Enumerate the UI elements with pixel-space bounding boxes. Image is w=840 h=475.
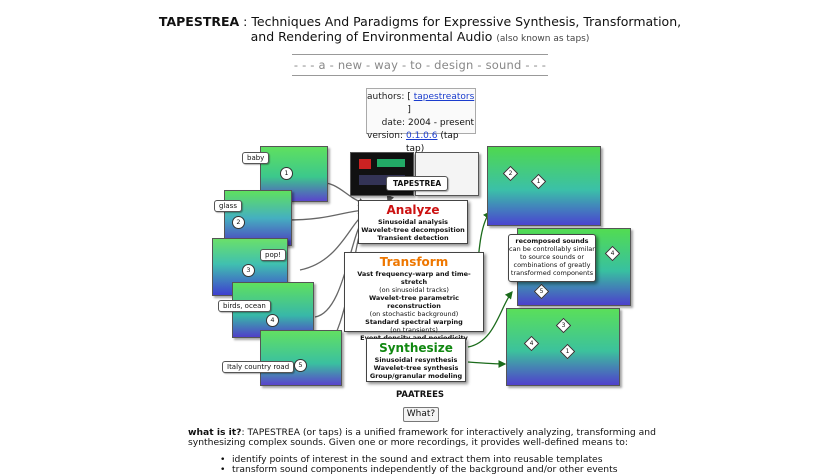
analyze-line-1: Sinusoidal analysis — [377, 218, 449, 226]
recomposed-callout: recomposed sounds can be controllably si… — [508, 234, 596, 282]
recomposed-line-2: to source sounds or — [519, 253, 585, 261]
marker-2: 2 — [232, 216, 245, 229]
synthesize-box: Synthesize Sinusoidal resynthesis Wavele… — [366, 338, 466, 382]
source-label-baby: baby — [242, 152, 270, 164]
date-value: 2004 - present — [408, 118, 475, 128]
spectrogram-road — [260, 330, 342, 386]
diagram-caption: PAATREES — [395, 390, 445, 400]
spectrogram-baby — [260, 146, 328, 202]
recomposed-heading: recomposed sounds — [515, 237, 589, 245]
date-label: date: — [381, 118, 405, 128]
analyze-line-2: Wavelet-tree decomposition — [361, 226, 465, 234]
recomposed-line-3: combinations of greatly — [513, 261, 591, 269]
transform-line-4: (on stochastic background) — [369, 310, 459, 318]
source-label-pop: pop! — [260, 249, 286, 261]
feature-list: identify points of interest in the sound… — [232, 455, 672, 475]
authors-label: authors: — [367, 92, 405, 102]
version-note: (tap tap) — [406, 131, 459, 154]
page-title: TAPESTREA : Techniques And Paradigms for… — [158, 14, 682, 44]
analyze-heading: Analyze — [386, 203, 440, 217]
synthesize-line-3: Group/granular modeling — [369, 372, 463, 380]
app-label: TAPESTREA — [386, 176, 449, 191]
transform-line-5: Standard spectral warping — [365, 318, 463, 326]
version-link[interactable]: 0.1.0.6 — [406, 131, 438, 141]
transform-line-2: (on sinusoidal tracks) — [379, 286, 449, 294]
output-spectrogram-1 — [487, 146, 601, 226]
marker-1: 1 — [280, 167, 293, 180]
workflow-diagram: baby glass pop! birds, ocean Italy count… — [210, 142, 640, 390]
title-aka: (also known as taps) — [496, 34, 590, 44]
transform-heading: Transform — [379, 255, 449, 269]
source-label-birds: birds, ocean — [218, 300, 271, 312]
transform-line-1: Vast frequency-warp and time-stretch — [357, 270, 471, 286]
source-label-glass: glass — [214, 200, 242, 212]
authors-link[interactable]: tapestreators — [413, 92, 475, 102]
marker-5: 5 — [294, 359, 307, 372]
description: what is it?: TAPESTREA (or taps) is a un… — [188, 428, 663, 448]
version-label: version: — [367, 131, 403, 141]
what-button[interactable]: What? — [403, 407, 439, 422]
recomposed-line-1: can be controllably similar — [509, 245, 595, 253]
title-name: TAPESTREA — [158, 14, 240, 29]
transform-line-6: (on transients) — [390, 326, 438, 334]
tagline: - - - a - new - way - to - design - soun… — [292, 54, 548, 76]
synthesize-line-2: Wavelet-tree synthesis — [373, 364, 459, 372]
analyze-box: Analyze Sinusoidal analysis Wavelet-tree… — [358, 200, 468, 244]
transform-line-3: Wavelet-tree parametric reconstruction — [368, 294, 459, 310]
title-line1: Techniques And Paradigms for Expressive … — [251, 14, 682, 29]
synthesize-line-1: Sinusoidal resynthesis — [374, 356, 458, 364]
title-line2: and Rendering of Environmental Audio — [250, 29, 493, 44]
description-label: what is it? — [188, 427, 242, 438]
info-box: authors:[ tapestreators ] date:2004 - pr… — [366, 88, 476, 154]
description-text: : TAPESTREA (or taps) is a unified frame… — [188, 427, 656, 448]
recomposed-line-4: transformed components — [510, 269, 594, 277]
synthesize-heading: Synthesize — [379, 341, 453, 355]
list-item: identify points of interest in the sound… — [232, 455, 672, 465]
marker-4: 4 — [266, 314, 279, 327]
source-label-road: Italy country road — [222, 361, 295, 373]
analyze-line-3: Transient detection — [377, 234, 449, 242]
list-item: transform sound components independently… — [232, 465, 672, 475]
marker-3: 3 — [242, 264, 255, 277]
transform-box: Transform Vast frequency-warp and time-s… — [344, 252, 484, 342]
